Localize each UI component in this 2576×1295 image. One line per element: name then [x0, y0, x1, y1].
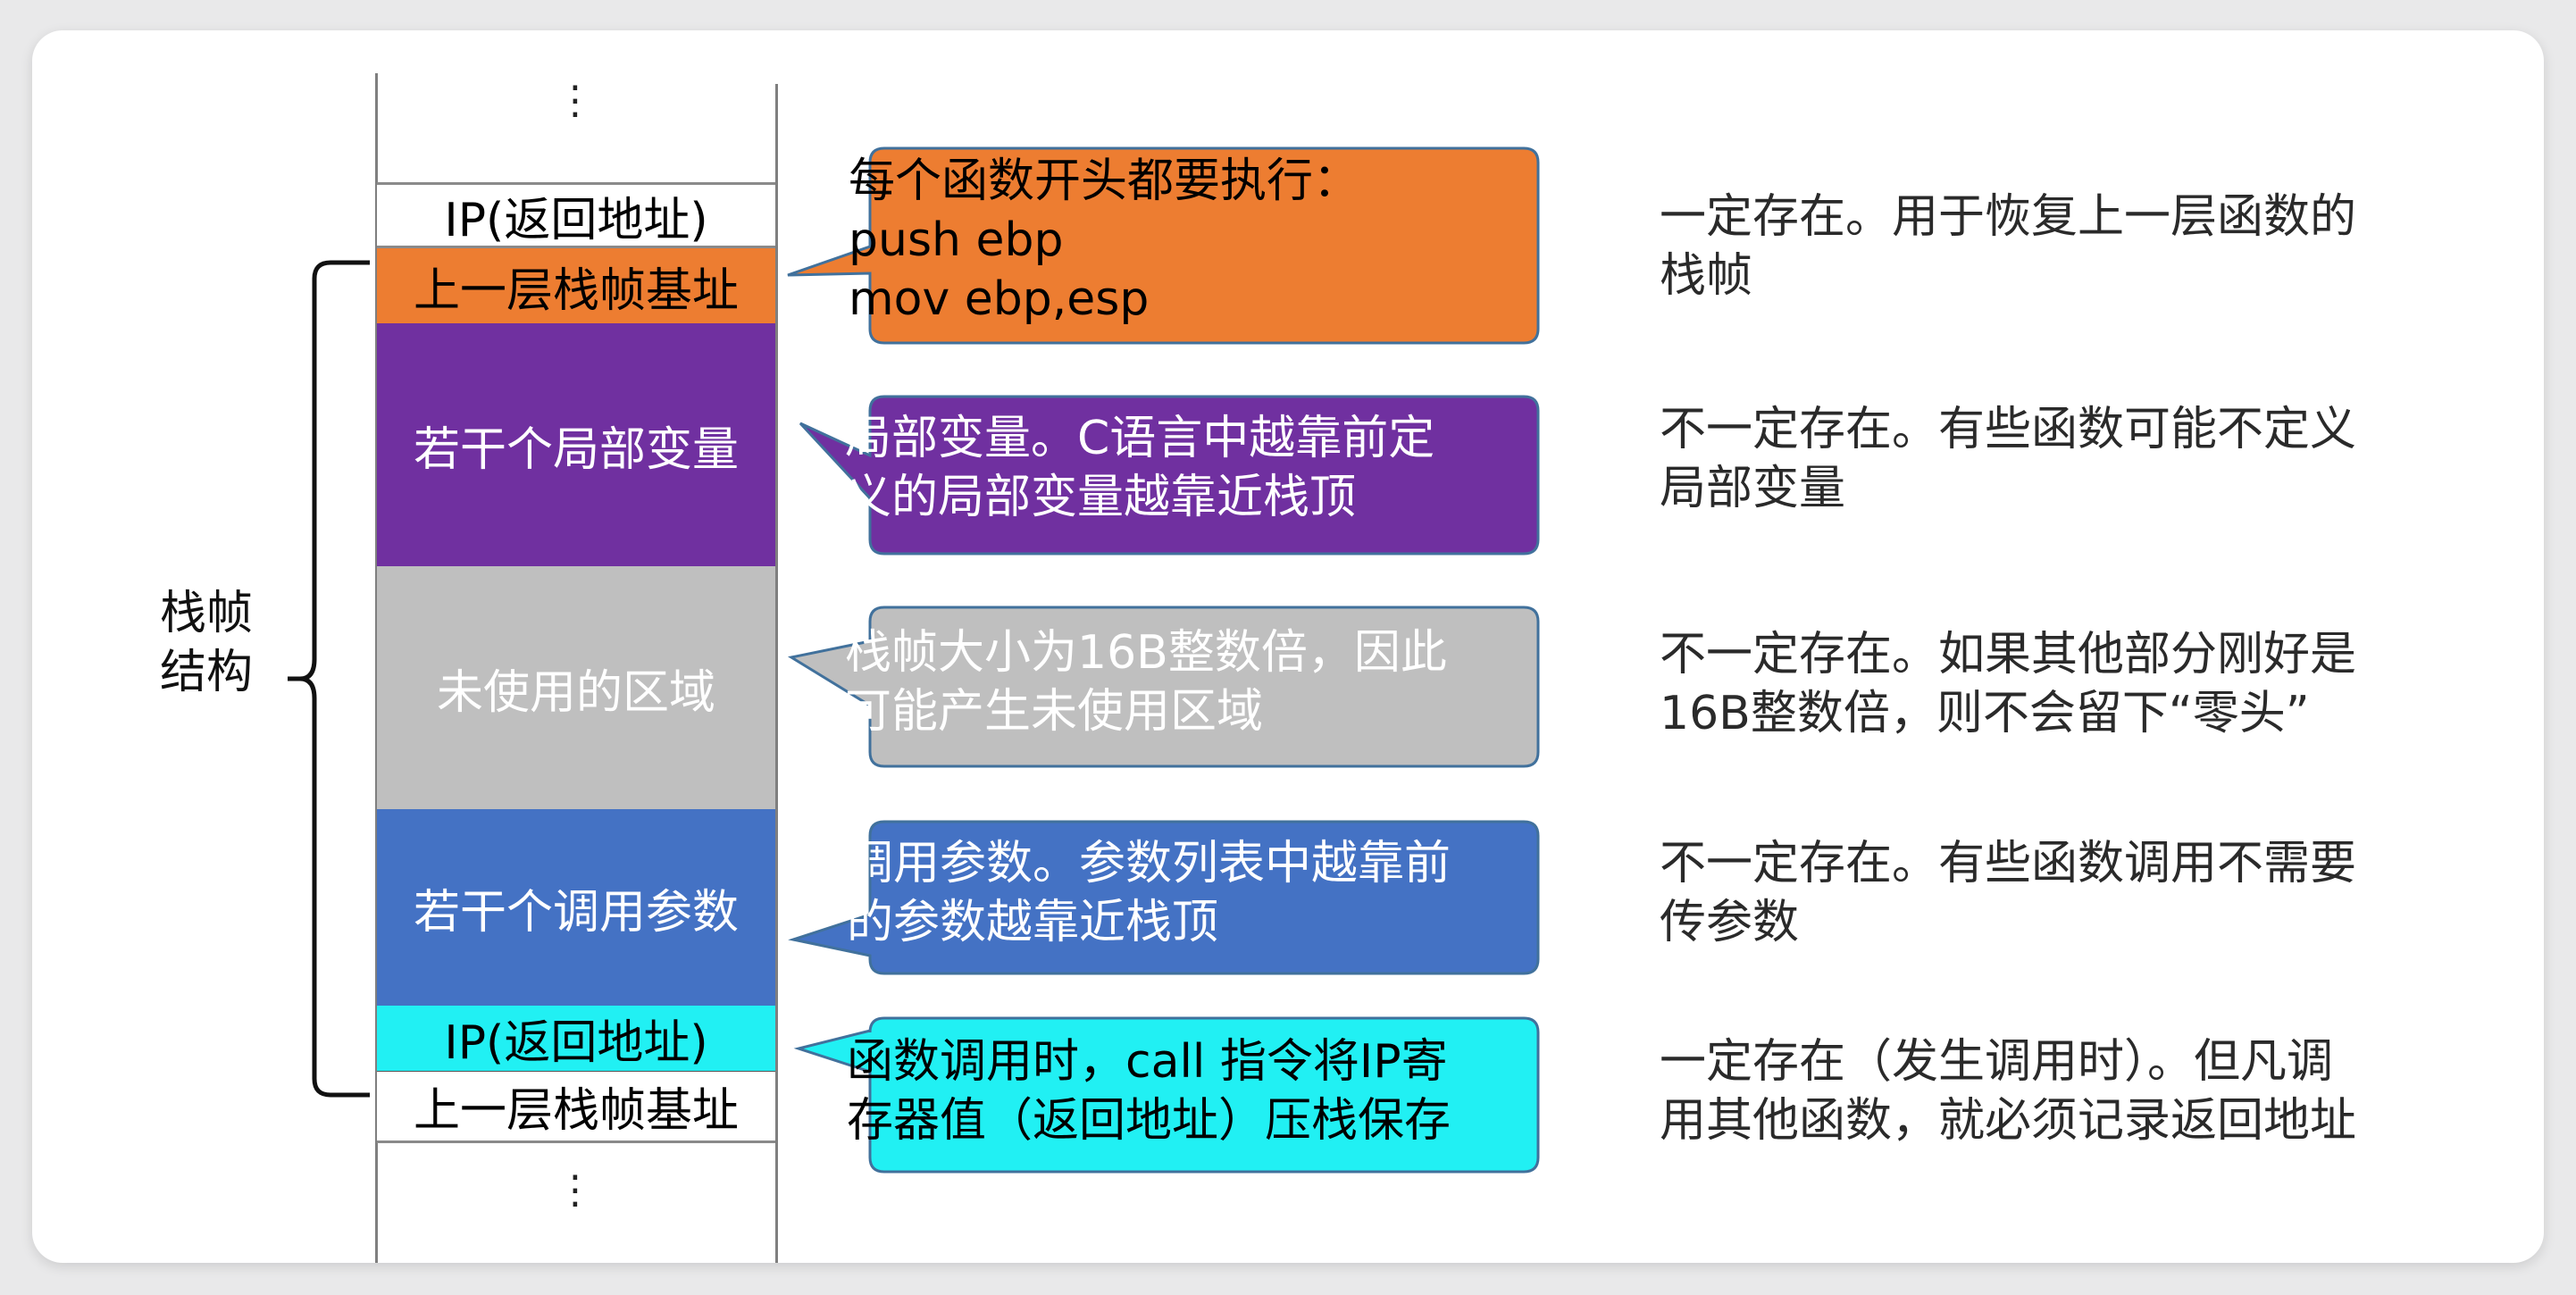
note-unused-area: 不一定存在。如果其他部分刚好是 16B整数倍，则不会留下“零头”: [1660, 625, 2463, 743]
stack-cell-call-params: 若干个调用参数: [377, 809, 775, 1006]
callout-cyan-line2: 存器值（返回地址）压栈保存: [847, 1094, 1451, 1148]
callout-orange-line2: push ebp: [849, 213, 1064, 267]
stack-cell-ip-return: IP(返回地址): [377, 1006, 775, 1074]
callout-gray-line2: 可能产生未使用区域: [845, 685, 1264, 739]
callout-purple-line1: 局部变量。C语言中越靠前定: [845, 412, 1435, 465]
note-call-params: 不一定存在。有些函数调用不需要 传参数: [1660, 834, 2463, 952]
stack-cell-ip-upper: IP(返回地址): [377, 182, 775, 248]
callout-blue-shape: [788, 820, 1540, 975]
stack-cell-local-vars: 若干个局部变量: [377, 323, 775, 566]
callout-orange-text: 每个函数开头都要执行： push ebp mov ebp,esp: [849, 152, 1359, 329]
note-return-address: 一定存在（发生调用时）。但凡调 用其他函数，就必须记录返回地址: [1660, 1032, 2463, 1150]
slide-card: ⋮ IP(返回地址) 上一层栈帧基址 若干个局部变量 未使用的区域 若干个调用参…: [32, 30, 2544, 1263]
callout-orange-line3: mov ebp,esp: [849, 272, 1150, 326]
callout-cyan-shape: [793, 1016, 1540, 1174]
stack-cell-unused-area: 未使用的区域: [377, 566, 775, 809]
stack-left-line: [375, 73, 378, 1263]
callout-purple-shape: [799, 395, 1540, 556]
stack-cell-prev-frame-base-lower: 上一层栈帧基址: [377, 1072, 775, 1143]
callout-purple-text: 局部变量。C语言中越靠前定 义的局部变量越靠近栈顶: [845, 409, 1434, 527]
frame-structure-label-line1: 栈帧: [159, 587, 253, 640]
callout-purple-line2: 义的局部变量越靠近栈顶: [845, 471, 1357, 524]
frame-structure-label-line2: 结构: [159, 646, 253, 699]
note-unused-area-line2: 16B整数倍，则不会留下“零头”: [1660, 687, 2310, 740]
note-local-vars-line2: 局部变量: [1660, 462, 1846, 515]
stack-cell-prev-frame-base: 上一层栈帧基址: [377, 248, 775, 323]
note-local-vars-line1: 不一定存在。有些函数可能不定义: [1660, 403, 2357, 456]
note-return-address-line1: 一定存在（发生调用时）。但凡调: [1660, 1035, 2334, 1089]
callout-blue-line1: 调用参数。参数列表中越靠前: [847, 837, 1451, 890]
callout-gray-text: 栈帧大小为16B整数倍，因此 可能产生未使用区域: [845, 623, 1447, 741]
callout-gray-shape: [787, 606, 1540, 768]
callout-cyan-text: 函数调用时，call 指令将IP寄 存器值（返回地址）压栈保存: [847, 1032, 1451, 1150]
brace-icon: [288, 260, 370, 1098]
note-prev-frame-base-line2: 栈帧: [1660, 249, 1753, 303]
callout-gray-line1: 栈帧大小为16B整数倍，因此: [845, 626, 1447, 680]
note-unused-area-line1: 不一定存在。如果其他部分刚好是: [1660, 628, 2357, 681]
callout-blue-text: 调用参数。参数列表中越靠前 的参数越靠近栈顶: [847, 834, 1451, 952]
note-local-vars: 不一定存在。有些函数可能不定义 局部变量: [1660, 400, 2463, 518]
note-return-address-line2: 用其他函数，就必须记录返回地址: [1660, 1094, 2357, 1148]
callout-orange-shape: [787, 146, 1540, 345]
note-call-params-line1: 不一定存在。有些函数调用不需要: [1660, 837, 2357, 890]
callout-orange-line1: 每个函数开头都要执行：: [849, 155, 1360, 208]
frame-structure-label: 栈帧 结构: [139, 584, 273, 702]
callout-shapes: [787, 146, 1540, 1174]
callout-blue-line2: 的参数越靠近栈顶: [847, 896, 1219, 949]
note-call-params-line2: 传参数: [1660, 896, 1800, 949]
note-prev-frame-base-line1: 一定存在。用于恢复上一层函数的: [1660, 190, 2357, 244]
note-prev-frame-base: 一定存在。用于恢复上一层函数的 栈帧: [1660, 188, 2463, 305]
stack-right-line: [775, 84, 778, 1263]
callout-cyan-line1: 函数调用时，call 指令将IP寄: [847, 1035, 1448, 1089]
